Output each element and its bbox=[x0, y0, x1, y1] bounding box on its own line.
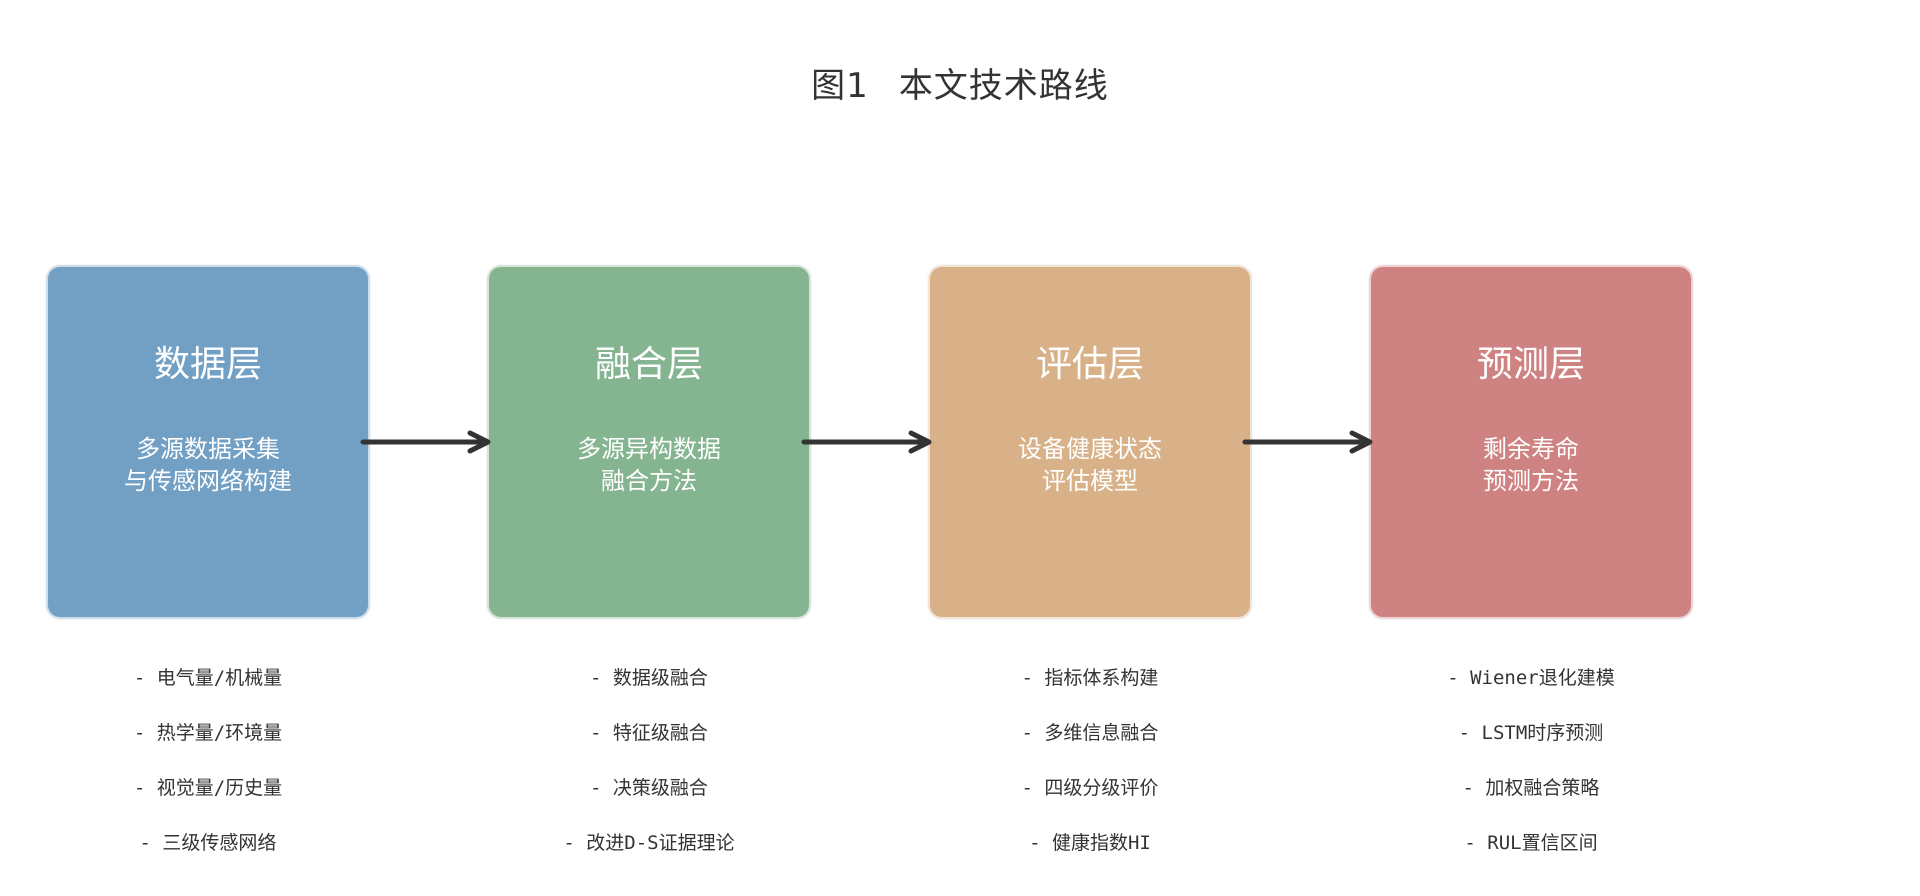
list-item: - 改进D-S证据理论 bbox=[563, 832, 735, 854]
layer-description-line: 融合方法 bbox=[601, 467, 697, 495]
layer-box-fusion: 融合层 多源异构数据 融合方法 bbox=[487, 265, 811, 619]
list-item: - 加权融合策略 bbox=[1462, 777, 1600, 799]
layer-description-line: 评估模型 bbox=[1042, 467, 1138, 495]
layer-box-prediction: 预测层 剩余寿命 预测方法 bbox=[1369, 265, 1693, 619]
figure-label: 图1 bbox=[811, 66, 869, 106]
layer-description: 设备健康状态 评估模型 bbox=[930, 433, 1250, 497]
list-item: - 数据级融合 bbox=[590, 667, 708, 689]
layer-heading: 预测层 bbox=[1476, 344, 1585, 385]
list-item: - 特征级融合 bbox=[590, 722, 708, 744]
list-item: - 多维信息融合 bbox=[1021, 722, 1159, 744]
layer-heading: 数据层 bbox=[153, 344, 262, 385]
flow-arrow-evaluation-to-prediction bbox=[1242, 430, 1373, 454]
layer-box-evaluation: 评估层 设备健康状态 评估模型 bbox=[928, 265, 1252, 619]
layer-description-line: 预测方法 bbox=[1483, 467, 1579, 495]
list-item: - 电气量/机械量 bbox=[133, 667, 283, 689]
layer-description: 多源异构数据 融合方法 bbox=[489, 433, 809, 497]
layer-heading: 评估层 bbox=[1035, 344, 1144, 385]
figure-title-text: 本文技术路线 bbox=[898, 66, 1109, 106]
list-item: - 三级传感网络 bbox=[139, 832, 277, 854]
layer-description: 剩余寿命 预测方法 bbox=[1371, 433, 1691, 497]
flow-arrow-data-to-fusion bbox=[360, 430, 491, 454]
list-item: - 视觉量/历史量 bbox=[133, 777, 283, 799]
list-item: - 四级分级评价 bbox=[1021, 777, 1159, 799]
layer-description-line: 多源异构数据 bbox=[577, 435, 721, 463]
layer-items-fusion: - 数据级融合 - 特征级融合 - 决策级融合 - 改进D-S证据理论 bbox=[487, 660, 811, 880]
layer-items-data: - 电气量/机械量 - 热学量/环境量 - 视觉量/历史量 - 三级传感网络 bbox=[46, 660, 370, 880]
layer-box-data: 数据层 多源数据采集 与传感网络构建 bbox=[46, 265, 370, 619]
layer-items-evaluation: - 指标体系构建 - 多维信息融合 - 四级分级评价 - 健康指数HI bbox=[928, 660, 1252, 880]
list-item: - RUL置信区间 bbox=[1464, 832, 1598, 854]
layer-heading: 融合层 bbox=[594, 344, 703, 385]
layer-description-line: 设备健康状态 bbox=[1018, 435, 1162, 463]
list-item: - 热学量/环境量 bbox=[133, 722, 283, 744]
list-item: - 健康指数HI bbox=[1029, 832, 1151, 854]
layer-description-line: 与传感网络构建 bbox=[124, 467, 292, 495]
flow-arrow-fusion-to-evaluation bbox=[801, 430, 932, 454]
layer-description: 多源数据采集 与传感网络构建 bbox=[48, 433, 368, 497]
layer-description-line: 剩余寿命 bbox=[1483, 435, 1579, 463]
list-item: - LSTM时序预测 bbox=[1458, 722, 1604, 744]
figure-title: 图1 本文技术路线 bbox=[0, 58, 1920, 107]
list-item: - 决策级融合 bbox=[590, 777, 708, 799]
list-item: - Wiener退化建模 bbox=[1447, 667, 1615, 689]
layer-description-line: 多源数据采集 bbox=[136, 435, 280, 463]
layer-items-prediction: - Wiener退化建模 - LSTM时序预测 - 加权融合策略 - RUL置信… bbox=[1369, 660, 1693, 880]
list-item: - 指标体系构建 bbox=[1021, 667, 1159, 689]
